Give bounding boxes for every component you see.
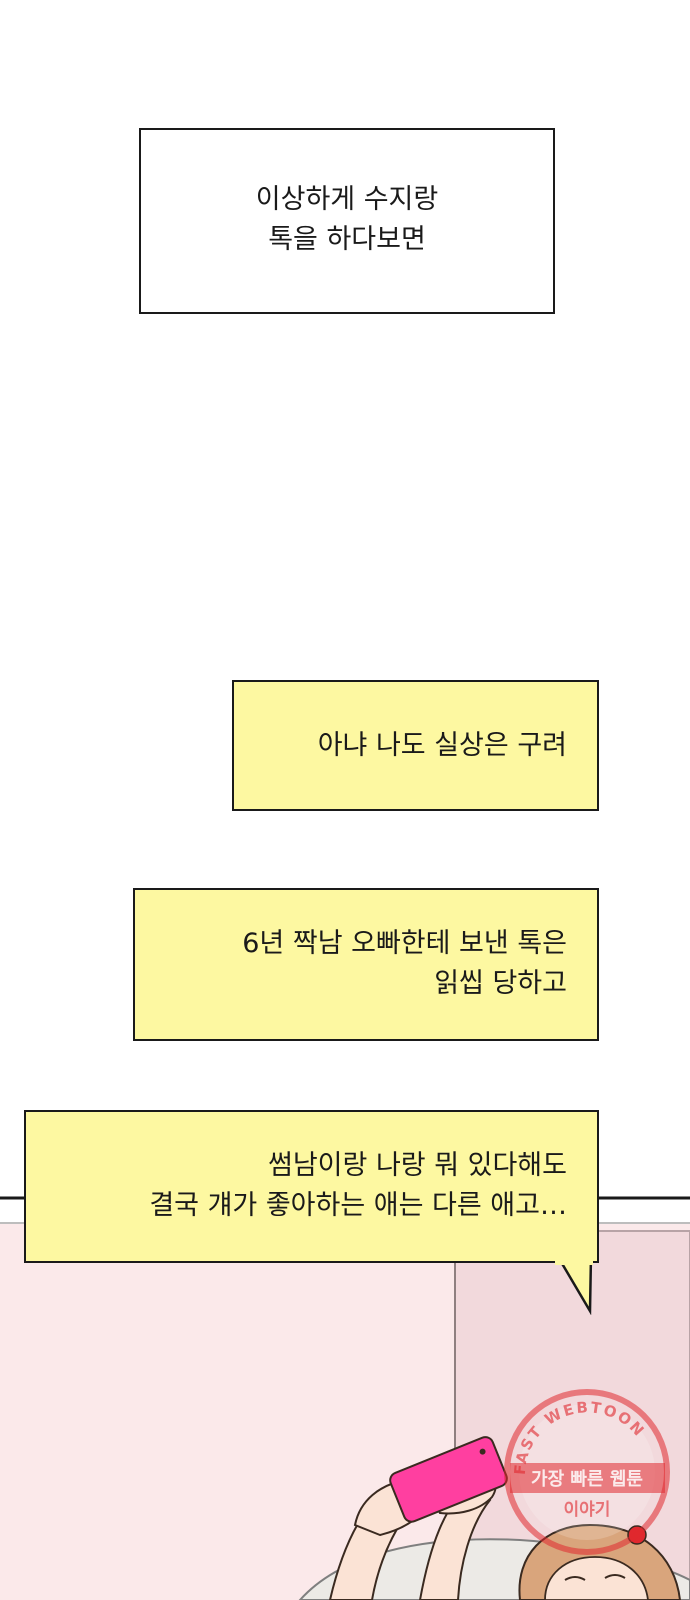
bubble-3-line-2: 결국 걔가 좋아하는 애는 다른 애고… [149,1190,567,1221]
girl-lying-with-phone-illustration [328,1436,682,1600]
narration-line-2: 톡을 하다보면 [268,224,426,255]
watermark-line-1: 가장 빠른 웹툰 [531,1469,643,1490]
watermark-stamp-icon: FAST WEBTOON 가장 빠른 웹툰 이야기 [504,1389,670,1555]
bubble-2-line-2: 읽씹 당하고 [434,968,567,999]
speech-bubble-3: 썸남이랑 나랑 뭐 있다해도 결국 걔가 좋아하는 애는 다른 애고… [24,1110,599,1263]
phone-icon [389,1436,508,1523]
bubble-2-line-1: 6년 짝남 오빠한테 보낸 톡은 [242,928,567,959]
speech-bubble-1: 아냐 나도 실상은 구려 [232,680,599,811]
bubble-1-line-1: 아냐 나도 실상은 구려 [317,730,567,761]
bubble-3-line-1: 썸남이랑 나랑 뭐 있다해도 [268,1150,567,1181]
watermark-line-2: 이야기 [564,1500,611,1520]
speech-bubble-tail [555,1255,593,1315]
speech-bubble-2: 6년 짝남 오빠한테 보낸 톡은 읽씹 당하고 [133,888,599,1041]
narration-line-1: 이상하게 수지랑 [255,184,439,215]
narration-box: 이상하게 수지랑 톡을 하다보면 [139,128,555,314]
